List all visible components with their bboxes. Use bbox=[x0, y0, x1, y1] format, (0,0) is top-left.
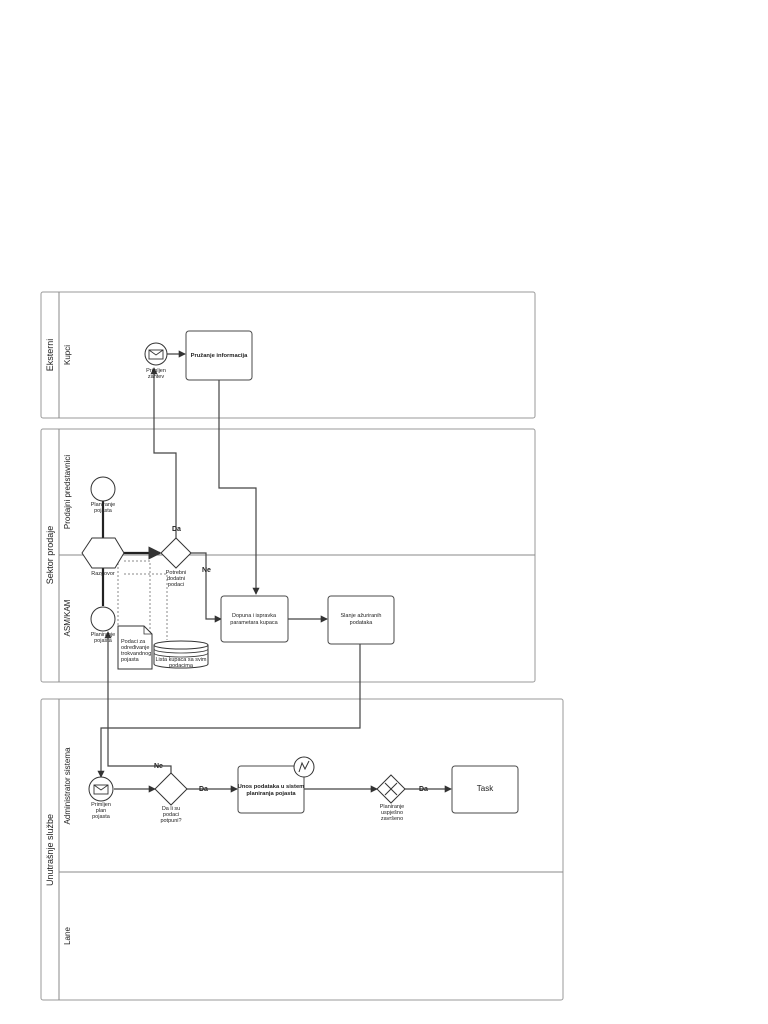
label-dopuna-1: Dopuna i ispravka bbox=[232, 613, 277, 619]
flow-label-da-bottom-2: Da bbox=[419, 786, 428, 793]
task-slanje-azuriranih: Slanje ažuriranih podataka bbox=[327, 595, 395, 645]
label-primljen-zahtev-1: Primljen bbox=[146, 368, 166, 374]
label-slanje-1: Slanje ažuriranih bbox=[341, 613, 382, 619]
label-pruzanje-informacija: Pružanje informacija bbox=[191, 353, 248, 359]
label-razgovor: Razgovor bbox=[91, 571, 115, 577]
event-primljen-plan: Primljen plan pojasta bbox=[88, 776, 114, 820]
label-planiranje-1b: pojasta bbox=[94, 508, 113, 514]
event-planiranje-pojasta-start: Planiranje pojasta bbox=[90, 476, 116, 514]
flow-label-da-bottom-1: Da bbox=[199, 786, 208, 793]
lane-prodajni-label: Prodajni predstavnici bbox=[63, 455, 72, 529]
label-podaci-2: određivanje bbox=[121, 645, 149, 651]
label-primljen-plan-1: Primljen bbox=[91, 802, 111, 808]
label-unos-2: planiranja pojasta bbox=[246, 791, 296, 797]
label-planiranje-2a: Planiranje bbox=[91, 632, 115, 638]
label-dopuna-2: parametara kupaca bbox=[230, 620, 278, 626]
task-dopuna-ispravka: Dopuna i ispravka parametara kupaca bbox=[220, 595, 289, 643]
label-unos-1: Unos podataka u sistem bbox=[238, 784, 305, 790]
node-razgovor: Razgovor bbox=[81, 537, 125, 577]
lane-asmkam-label: ASM/KAM bbox=[63, 599, 72, 636]
pool-unutrasnje-label: Unutrašnje službe bbox=[45, 814, 55, 886]
label-primljen-plan-3: pojasta bbox=[92, 814, 111, 820]
flow-label-ne-bottom: Ne bbox=[154, 763, 163, 770]
lane-admin-label: Administrator sistema bbox=[63, 747, 72, 824]
event-planiranje-pojasta-asm: Planiranje pojasta bbox=[90, 606, 116, 644]
sequence-flows bbox=[97, 350, 452, 793]
label-dalisu-1: Da li su bbox=[162, 806, 180, 812]
pool-unutrasnje-sluzbe: Unutrašnje službe Administrator sistema … bbox=[40, 698, 564, 1001]
label-podaci-3: trokvandnog bbox=[121, 651, 151, 657]
task-task: Task bbox=[451, 765, 519, 814]
task-pruzanje-informacija: Pružanje informacija bbox=[185, 330, 253, 381]
task-unos-podataka: Unos podataka u sistem planiranja pojast… bbox=[237, 756, 315, 814]
label-slanje-2: podataka bbox=[350, 620, 374, 626]
label-lista-2: podacima bbox=[169, 663, 194, 669]
data-store-lista-kupaca: Lista kupaca sa svim podacima bbox=[153, 640, 209, 669]
lane-lane-label: Lane bbox=[63, 927, 72, 945]
label-primljen-plan-2: plan bbox=[96, 808, 106, 814]
pool-sektor-prodaje: Sektor prodaje Prodajni predstavnici ASM… bbox=[40, 428, 536, 683]
pool-eksterni: Eksterni Kupci bbox=[40, 291, 536, 419]
label-potrebni-3: podaci bbox=[168, 582, 184, 588]
label-potrebni-2: dodatni bbox=[167, 576, 185, 582]
pool-eksterni-label: Eksterni bbox=[45, 339, 55, 372]
lane-kupci-label: Kupci bbox=[63, 345, 72, 365]
gateway-planiranje-uspjesno: Planiranje uspješno završeno bbox=[376, 774, 406, 822]
label-dalisu-2: podaci bbox=[163, 812, 179, 818]
label-planiranje-1a: Planiranje bbox=[91, 502, 115, 508]
label-potrebni-1: Potrebni bbox=[166, 570, 187, 576]
envelope-icon bbox=[148, 349, 164, 360]
envelope-icon bbox=[93, 784, 109, 795]
label-uspjesno-3: završeno bbox=[381, 816, 403, 822]
label-lista-1: Lista kupaca sa svim bbox=[155, 657, 206, 663]
lightning-icon bbox=[293, 756, 315, 778]
label-task: Task bbox=[477, 784, 494, 793]
gateway-potrebni-dodatni: Potrebni dodatni podaci bbox=[160, 537, 192, 588]
label-planiranje-2b: pojasta bbox=[94, 638, 113, 644]
label-uspjesno-2: uspješno bbox=[381, 810, 403, 816]
label-dalisu-3: potpuni? bbox=[160, 818, 181, 824]
label-podaci-1: Podaci za bbox=[121, 639, 146, 645]
label-primljen-zahtev-2: zahtev bbox=[148, 374, 164, 380]
pool-sektor-label: Sektor prodaje bbox=[45, 526, 55, 585]
event-primljen-zahtev: Primljen zahtev bbox=[144, 342, 168, 380]
flow-label-da-top: Da bbox=[172, 526, 181, 533]
label-podaci-4: pojasta bbox=[121, 657, 140, 663]
label-uspjesno-1: Planiranje bbox=[380, 804, 404, 810]
gateway-da-li-su-podaci: Da li su podaci potpuni? bbox=[154, 772, 188, 824]
flow-label-ne-mid: Ne bbox=[202, 567, 211, 574]
data-object-podaci: Podaci za određivanje trokvandnog pojast… bbox=[117, 625, 153, 670]
